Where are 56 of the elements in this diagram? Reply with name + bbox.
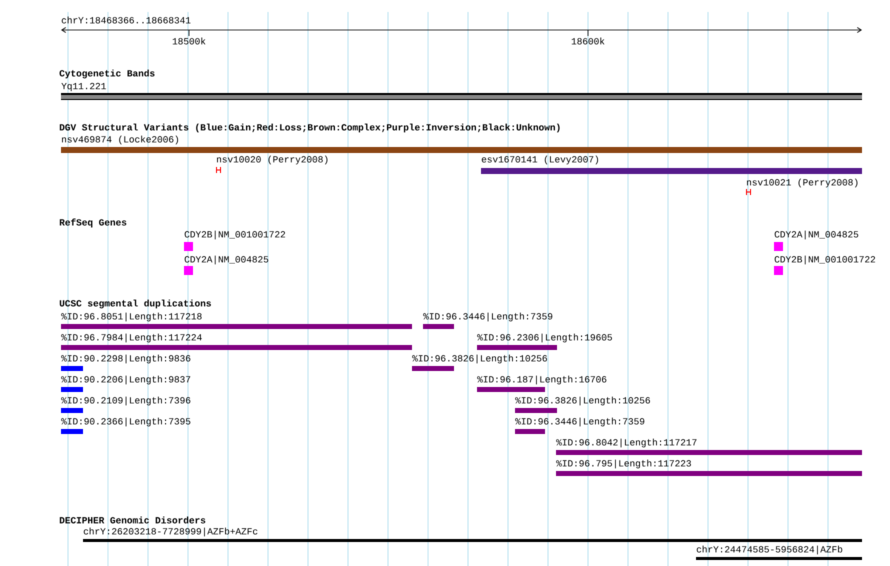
gene-box: CDY2A|NM_004825 bbox=[184, 256, 268, 275]
duplication-bar: %ID:96.7984|Length:117224 bbox=[61, 334, 412, 350]
node-label: %ID:90.2298|Length:9836 bbox=[61, 354, 190, 364]
duplication-bar: %ID:96.3446|Length:7359 bbox=[423, 312, 552, 329]
duplication-bar: %ID:90.2109|Length:7396 bbox=[61, 396, 190, 413]
gene-box: CDY2B|NM_001001722 bbox=[774, 256, 876, 275]
chromosome-band: Yq11.221 bbox=[61, 82, 862, 100]
duplication-bar: %ID:96.2306|Length:19605 bbox=[477, 334, 612, 350]
track-title: DECIPHER Genomic Disorders bbox=[60, 516, 206, 524]
node-label: %ID:96.3826|Length:10256 bbox=[515, 396, 650, 406]
node-label: %ID:96.187|Length:16706 bbox=[477, 376, 606, 384]
tick-label: 18600k bbox=[572, 38, 604, 44]
duplication-bar: %ID:90.2298|Length:9836 bbox=[61, 354, 190, 371]
node-label: nsv469874 (Locke2006) bbox=[62, 136, 178, 144]
node-label: %ID:96.3826|Length:10256 bbox=[412, 354, 547, 364]
variant-bar: nsv469874 (Locke2006) bbox=[61, 136, 862, 153]
duplication-bar: %ID:96.3446|Length:7359 bbox=[515, 418, 644, 434]
node-label: Yq11.221 bbox=[61, 82, 106, 92]
node-label: %ID:96.8051|Length:117218 bbox=[61, 312, 202, 322]
duplication-bar: %ID:96.3826|Length:10256 bbox=[412, 354, 547, 371]
variant-mark: nsv10020 (Perry2008) bbox=[216, 156, 328, 174]
node-label: %ID:90.2206|Length:9837 bbox=[61, 376, 190, 384]
duplication-bar: %ID:90.2206|Length:9837 bbox=[61, 376, 190, 392]
duplication-bar: %ID:96.795|Length:117223 bbox=[556, 460, 862, 476]
gene-box: CDY2A|NM_004825 bbox=[774, 230, 858, 251]
node-label: %ID:96.8042|Length:117217 bbox=[556, 438, 696, 448]
node-label: %ID:96.7984|Length:117224 bbox=[61, 334, 202, 342]
duplication-bar: %ID:96.3826|Length:10256 bbox=[515, 396, 650, 413]
node-label: %ID:90.2109|Length:7396 bbox=[61, 396, 190, 406]
node-label: %ID:96.2306|Length:19605 bbox=[477, 334, 612, 342]
node-label: esv1670141 (Levy2007) bbox=[482, 156, 598, 164]
duplication-bar: %ID:90.2366|Length:7395 bbox=[61, 418, 190, 434]
node-label: %ID:96.3446|Length:7359 bbox=[423, 312, 552, 322]
duplication-bar: %ID:96.8042|Length:117217 bbox=[556, 438, 862, 455]
gene-box: CDY2B|NM_001001722 bbox=[184, 230, 286, 251]
variant-bar: esv1670141 (Levy2007) bbox=[481, 156, 862, 174]
node-label: CDY2B|NM_001001722 bbox=[184, 230, 286, 240]
track-title: RefSeq Genes bbox=[60, 218, 126, 228]
node-label: chrY:26203218-7728999|AZFb+AZFc bbox=[84, 528, 258, 536]
variant-mark: nsv10021 (Perry2008) bbox=[746, 178, 858, 196]
node-label: CDY2A|NM_004825 bbox=[184, 256, 268, 264]
node-label: %ID:90.2366|Length:7395 bbox=[61, 418, 190, 426]
node-label: %ID:96.795|Length:117223 bbox=[556, 460, 691, 468]
node-label: CDY2A|NM_004825 bbox=[774, 230, 858, 240]
track-title: DGV Structural Variants (Blue:Gain;Red:Loss;Brown:Complex;Purple:Inversion;Black:Unknown) bbox=[60, 124, 560, 132]
node-label: chrY:24474585-5956824|AZFb bbox=[696, 546, 842, 554]
node-label: CDY2B|NM_001001722 bbox=[774, 256, 876, 264]
track-title: UCSC segmental duplications bbox=[60, 300, 211, 308]
disorder-bar: chrY:24474585-5956824|AZFb bbox=[696, 546, 862, 560]
track-title: Cytogenetic Bands bbox=[60, 70, 154, 78]
duplication-bar: %ID:96.187|Length:16706 bbox=[477, 376, 606, 392]
tick-label: 18500k bbox=[172, 38, 206, 44]
axis-label: chrY:18468366..18668341 bbox=[62, 16, 190, 24]
node-label: %ID:96.3446|Length:7359 bbox=[515, 418, 644, 426]
duplication-bar: %ID:96.8051|Length:117218 bbox=[61, 312, 412, 329]
disorder-bar: chrY:26203218-7728999|AZFb+AZFc bbox=[83, 528, 862, 542]
